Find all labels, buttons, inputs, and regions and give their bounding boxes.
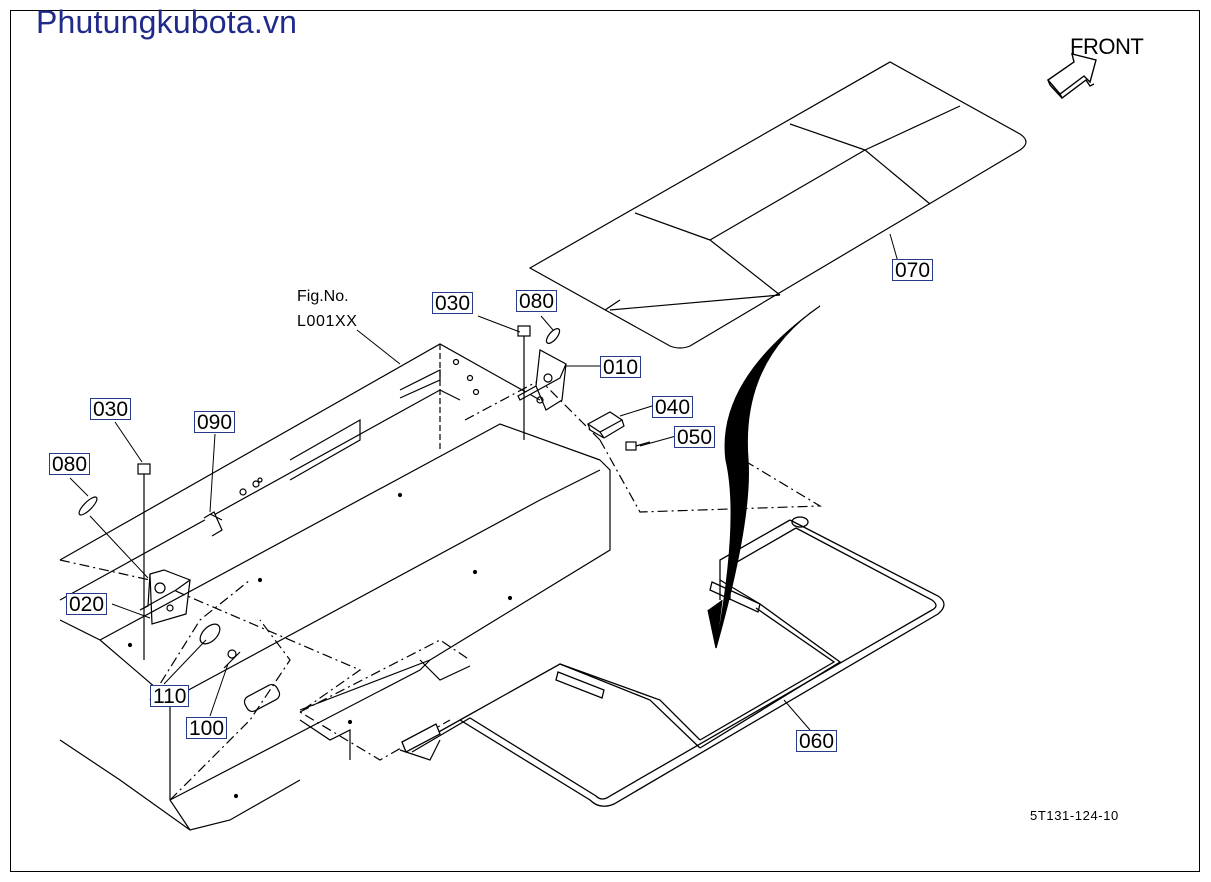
washer-110 <box>199 623 221 645</box>
figure-code-label: L001XX <box>297 313 358 330</box>
callout-030-right[interactable]: 030 <box>432 292 474 315</box>
floor-mat-070 <box>528 61 1027 349</box>
figure-number-label: Fig.No. <box>297 288 349 305</box>
callout-050[interactable]: 050 <box>674 426 716 449</box>
drawing-code: 5T131-124-10 <box>1030 808 1119 823</box>
callout-010[interactable]: 010 <box>600 356 642 379</box>
pin-090 <box>203 511 223 537</box>
clip-040 <box>586 411 625 439</box>
bracket-020 <box>139 569 192 625</box>
top-strip <box>0 0 1211 6</box>
bracket-010 <box>517 349 567 411</box>
watermark: Phutungkubota.vn <box>36 4 298 40</box>
front-label: FRONT <box>1070 34 1144 59</box>
drawing-frame <box>10 10 1200 872</box>
callout-080-left[interactable]: 080 <box>49 453 91 476</box>
callout-030-left[interactable]: 030 <box>90 398 132 421</box>
callout-090[interactable]: 090 <box>194 411 236 434</box>
callout-070[interactable]: 070 <box>892 259 934 282</box>
bolt-030 <box>137 325 531 660</box>
callout-100[interactable]: 100 <box>186 717 228 740</box>
bolt-050 <box>625 441 651 451</box>
washer-080 <box>78 328 561 516</box>
leader-lines <box>69 233 899 731</box>
callout-060[interactable]: 060 <box>796 730 838 753</box>
callout-040[interactable]: 040 <box>652 396 694 419</box>
callout-110[interactable]: 110 <box>150 685 190 708</box>
callout-080-right[interactable]: 080 <box>516 290 558 313</box>
assembly-arrow-icon <box>707 305 821 649</box>
front-arrow-icon <box>1046 53 1097 100</box>
guard-frame-060 <box>401 516 945 807</box>
pin-100 <box>223 649 241 669</box>
body-frame <box>59 343 823 831</box>
callout-020[interactable]: 020 <box>66 593 108 616</box>
